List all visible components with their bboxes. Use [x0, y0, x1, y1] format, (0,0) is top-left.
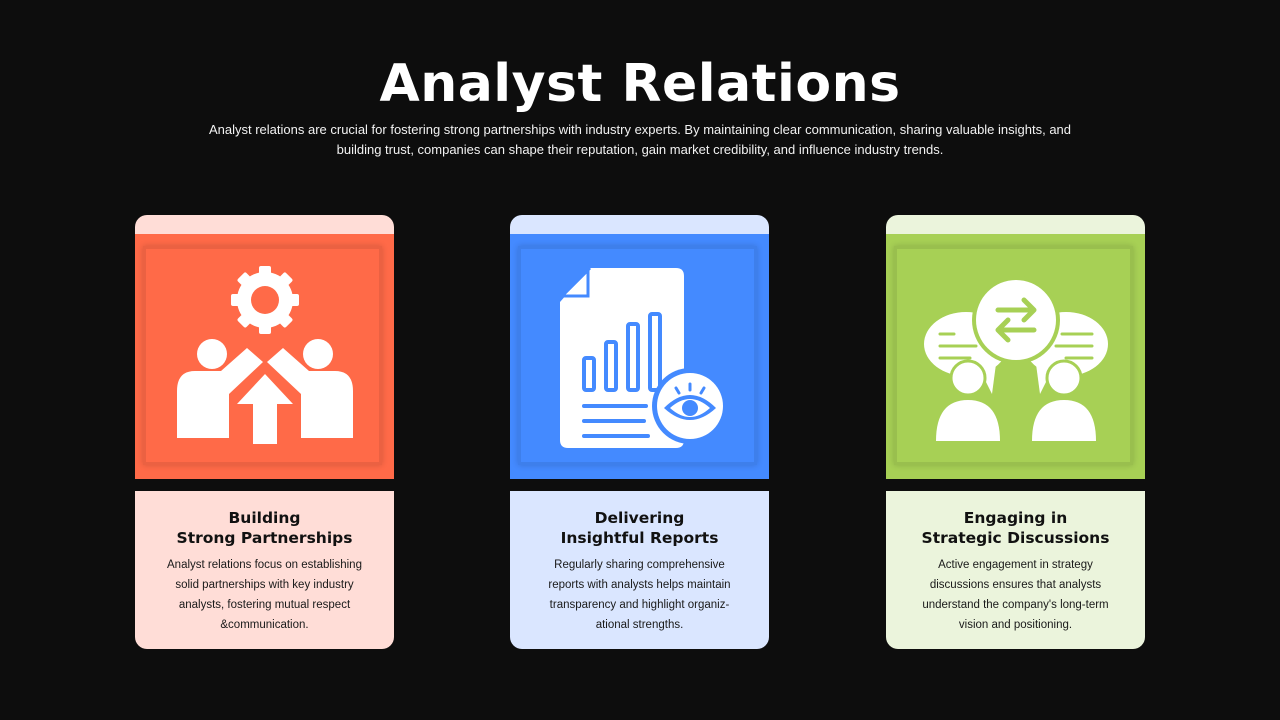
card-heading-line-1: Engaging in: [963, 509, 1068, 527]
card-icon-frame: [894, 246, 1133, 465]
card-body-line: Regularly sharing comprehensive: [554, 559, 725, 571]
card-body-line: analysts, fostering mutual respect: [178, 599, 351, 611]
card-body-line: vision and positioning.: [958, 619, 1073, 631]
card-icon-frame: [143, 246, 382, 465]
card-heading: Building Strong Partnerships: [145, 508, 384, 548]
discussion-exchange-icon: [924, 276, 1108, 441]
card-heading-line-2: Insightful Reports: [560, 529, 719, 547]
card-body-line: transparency and highlight organiz-: [549, 599, 730, 611]
card-icon-panel: [886, 234, 1145, 479]
card-body-line: &communication.: [220, 619, 309, 631]
card-heading-line-2: Strong Partnerships: [176, 529, 353, 547]
card-heading-line-1: Building: [228, 509, 301, 527]
card-body-line: ational strengths.: [595, 619, 684, 631]
card-text-area: Engaging in Strategic Discussions Active…: [886, 491, 1145, 649]
card-body-line: discussions ensures that analysts: [929, 579, 1102, 591]
card-icon-panel: [135, 234, 394, 479]
card-text-area: Building Strong Partnerships Analyst rel…: [135, 491, 394, 649]
card-heading: Engaging in Strategic Discussions: [896, 508, 1135, 548]
card-building-partnerships: Building Strong Partnerships Analyst rel…: [135, 215, 394, 649]
card-heading-line-1: Delivering: [594, 509, 685, 527]
card-top-cap: [510, 215, 769, 235]
card-icon-frame: [518, 246, 757, 465]
card-delivering-reports: Delivering Insightful Reports Regularly …: [510, 215, 769, 649]
card-body-line: solid partnerships with key industry: [175, 579, 354, 591]
card-body-line: Analyst relations focus on establishing: [167, 559, 362, 571]
card-body-line: Active engagement in strategy: [938, 559, 1093, 571]
card-body: Analyst relations focus on establishing …: [157, 555, 372, 635]
card-body-line: reports with analysts helps maintain: [548, 579, 731, 591]
card-top-cap: [135, 215, 394, 235]
card-icon-panel: [510, 234, 769, 479]
partnership-growth-icon: [177, 266, 353, 444]
card-top-cap: [886, 215, 1145, 235]
card-body: Active engagement in strategy discussion…: [908, 555, 1123, 635]
page-title: Analyst Relations: [379, 54, 901, 114]
page-subtitle: Analyst relations are crucial for foster…: [200, 120, 1080, 160]
card-heading: Delivering Insightful Reports: [520, 508, 759, 548]
report-insight-icon: [558, 266, 728, 448]
card-body-line: understand the company's long-term: [922, 599, 1109, 611]
subtitle-line-2: building trust, companies can shape thei…: [336, 142, 944, 157]
card-body: Regularly sharing comprehensive reports …: [532, 555, 747, 635]
card-text-area: Delivering Insightful Reports Regularly …: [510, 491, 769, 649]
subtitle-line-1: Analyst relations are crucial for foster…: [208, 122, 1072, 137]
card-heading-line-2: Strategic Discussions: [921, 529, 1110, 547]
card-engaging-discussions: Engaging in Strategic Discussions Active…: [886, 215, 1145, 649]
